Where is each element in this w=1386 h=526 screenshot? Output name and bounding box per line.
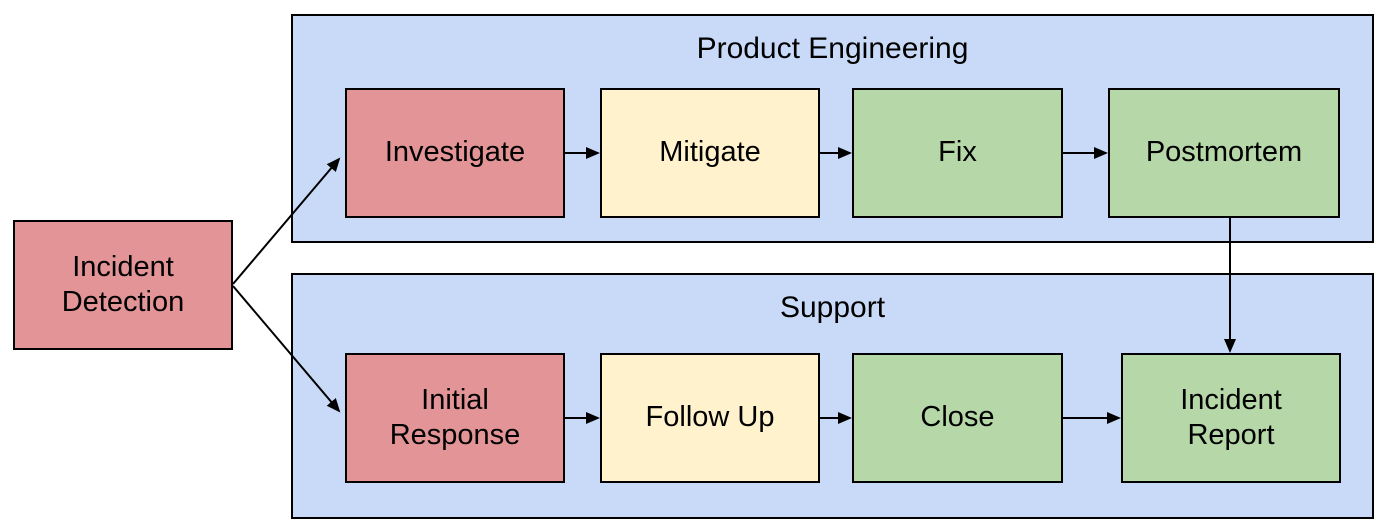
node-label: Follow Up bbox=[645, 401, 775, 434]
node-mitigate: Mitigate bbox=[600, 88, 820, 218]
node-follow-up: Follow Up bbox=[600, 353, 820, 483]
node-fix: Fix bbox=[852, 88, 1063, 218]
node-label: Initial Response bbox=[389, 383, 521, 451]
edge-incident-detection-investigate-arrow bbox=[232, 157, 341, 285]
node-label: Postmortem bbox=[1145, 136, 1303, 169]
node-label: Investigate bbox=[384, 136, 526, 169]
node-incident-detection: Incident Detection bbox=[13, 220, 233, 350]
node-close: Close bbox=[852, 353, 1063, 483]
lane-title-support: Support bbox=[779, 291, 886, 324]
edge-incident-detection-initial-response-arrow bbox=[232, 285, 341, 413]
node-label: Mitigate bbox=[659, 136, 761, 169]
node-label: Incident Report bbox=[1180, 383, 1282, 451]
node-label: Fix bbox=[938, 136, 977, 169]
node-label: Incident Detection bbox=[61, 250, 185, 318]
node-label: Close bbox=[920, 401, 995, 434]
node-incident-report: Incident Report bbox=[1121, 353, 1341, 483]
lane-title-product-engineering: Product Engineering bbox=[696, 32, 969, 65]
node-postmortem: Postmortem bbox=[1108, 88, 1340, 218]
node-initial-response: Initial Response bbox=[345, 353, 565, 483]
node-investigate: Investigate bbox=[345, 88, 565, 218]
